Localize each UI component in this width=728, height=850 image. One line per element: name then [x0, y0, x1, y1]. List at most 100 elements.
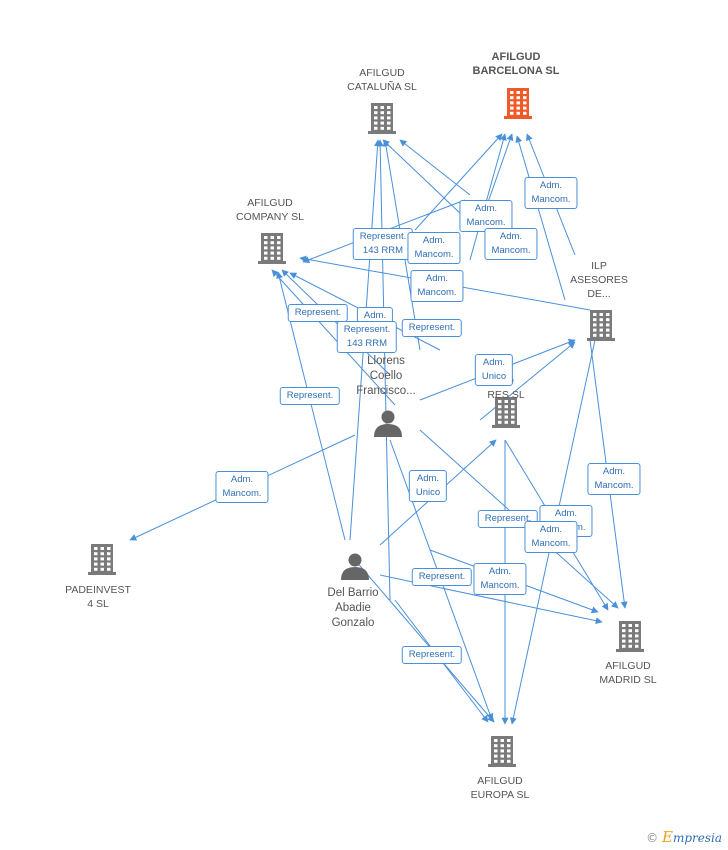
building-icon[interactable]: [88, 544, 116, 575]
edge-label-line: Represent.: [343, 324, 391, 335]
node-label-company[interactable]: AFILGUD COMPANY SL: [236, 196, 304, 224]
edge-label-line: Represent.: [408, 322, 456, 333]
edge-label-line: Adm.: [422, 235, 446, 246]
edge-label[interactable]: Adm. Mancom.: [410, 270, 464, 302]
node-label-cataluna[interactable]: AFILGUD CATALUÑA SL: [347, 66, 417, 94]
building-icon[interactable]: [368, 103, 396, 134]
edge-label-line: 143 RRM: [362, 245, 404, 256]
edge-label-line: Represent.: [359, 231, 407, 242]
edge-label-line: Mancom.: [222, 488, 262, 499]
edge-label-line: Mancom.: [531, 194, 571, 205]
edge-label[interactable]: Adm.Unico: [474, 354, 514, 386]
edge-label-line: Adm.: [488, 566, 512, 577]
relation-edge: [281, 269, 391, 376]
edge-label[interactable]: Adm. Mancom.: [459, 200, 513, 232]
node-label-barcelona[interactable]: AFILGUD BARCELONA SL: [473, 50, 560, 78]
node-label-line: COMPANY SL: [236, 211, 304, 223]
empresia-watermark: © Empresia: [646, 828, 722, 846]
edge-label[interactable]: Adm.Mancom.: [524, 521, 578, 553]
edge-label[interactable]: Represent. 143 RRM: [336, 321, 398, 353]
node-label-line: Gonzalo: [331, 617, 375, 629]
node-label-line: AFILGUD: [359, 67, 405, 79]
node-label-line: AFILGUD: [247, 197, 293, 209]
node-label-line: BARCELONA SL: [472, 65, 560, 77]
edge-label-line: Unico: [481, 371, 507, 382]
relation-edge: [354, 559, 495, 723]
relation-edge: [515, 135, 566, 301]
edge-label-line: Mancom.: [414, 249, 454, 260]
node-label-line: AFILGUD: [605, 660, 651, 672]
edge-label-line: Adm.: [602, 466, 626, 477]
node-icon-layer: [88, 88, 644, 767]
edge-label-line: Represent.: [408, 649, 456, 660]
edge-label[interactable]: Adm. Mancom.: [587, 463, 641, 495]
edge-label-line: Adm.: [554, 508, 578, 519]
node-label-line: Abadie: [335, 602, 371, 614]
person-icon[interactable]: [341, 553, 369, 581]
edge-label[interactable]: Represent.: [411, 568, 473, 586]
node-label-ilp[interactable]: ILP ASESORES DE...: [570, 259, 628, 301]
person-icon[interactable]: [374, 410, 402, 438]
edge-label-line: Mancom.: [491, 245, 531, 256]
edge-label-line: Represent.: [286, 390, 334, 401]
edge-label[interactable]: Adm. Mancom.: [407, 232, 461, 264]
building-icon[interactable]: [504, 88, 532, 119]
relation-edge: [382, 139, 463, 216]
edge-label[interactable]: Represent.: [279, 387, 341, 405]
node-label-line: Llorens: [367, 355, 405, 367]
edge-label-line: Mancom.: [417, 287, 457, 298]
node-label-line: CATALUÑA SL: [347, 81, 417, 93]
edge-label-line: Adm.: [499, 231, 523, 242]
building-icon[interactable]: [488, 736, 516, 767]
node-label-line: Francisco...: [356, 385, 416, 397]
edge-label-line: Unico: [415, 487, 441, 498]
edge-label-line: Mancom.: [466, 217, 506, 228]
edge-label[interactable]: Adm. Mancom.: [484, 228, 538, 260]
edge-label-line: Represent.: [484, 513, 532, 524]
edge-label-line: Mancom.: [594, 480, 634, 491]
edge-label-line: Represent.: [418, 571, 466, 582]
node-label-line: MADRID SL: [599, 674, 657, 686]
building-icon[interactable]: [492, 397, 520, 428]
edge-label[interactable]: Adm. Mancom.: [524, 177, 578, 209]
edge-label[interactable]: Represent.: [401, 646, 463, 664]
edge-label-line: Adm.: [539, 180, 563, 191]
node-label-line: DE...: [587, 288, 611, 300]
building-icon[interactable]: [587, 310, 615, 341]
edge-label-line: Adm.: [474, 203, 498, 214]
relation-edge: [271, 269, 396, 406]
edge-label[interactable]: Adm. Mancom.: [473, 563, 527, 595]
edge-label-line: Mancom.: [531, 538, 571, 549]
node-label-line: ASESORES: [570, 274, 628, 286]
edge-label[interactable]: Represent.: [477, 510, 539, 528]
edge-label[interactable]: Represent.: [401, 319, 463, 337]
copyright-symbol: ©: [646, 831, 659, 845]
brand-name: mpresia: [672, 831, 722, 845]
edge-label-line: 143 RRM: [346, 338, 388, 349]
node-label-madrid[interactable]: AFILGUD MADRID SL: [599, 659, 656, 687]
edge-label[interactable]: Represent. 143 RRM: [352, 228, 414, 260]
node-label-line: RES SL: [487, 389, 525, 401]
node-label-line: 4 SL: [87, 598, 109, 610]
edge-label-line: Adm.: [230, 474, 254, 485]
node-label-line: EUROPA SL: [470, 789, 530, 801]
edge-label-line: Adm.: [425, 273, 449, 284]
edge-label[interactable]: Represent.: [287, 304, 349, 322]
building-icon[interactable]: [258, 233, 286, 264]
node-label-line: Coello: [369, 370, 403, 382]
edge-label[interactable]: Adm. Mancom.: [215, 471, 269, 503]
edge-label-line: Mancom.: [480, 580, 520, 591]
brand-initial: E: [661, 828, 673, 846]
node-label-line: ILP: [591, 260, 607, 272]
node-label-line: AFILGUD: [491, 51, 541, 63]
edge-label-line: Adm.: [363, 310, 387, 321]
edge-label-line: Represent.: [294, 307, 342, 318]
edge-label[interactable]: Adm.Unico: [408, 470, 448, 502]
node-label-line: Del Barrio: [327, 587, 379, 599]
building-icon[interactable]: [616, 621, 644, 652]
